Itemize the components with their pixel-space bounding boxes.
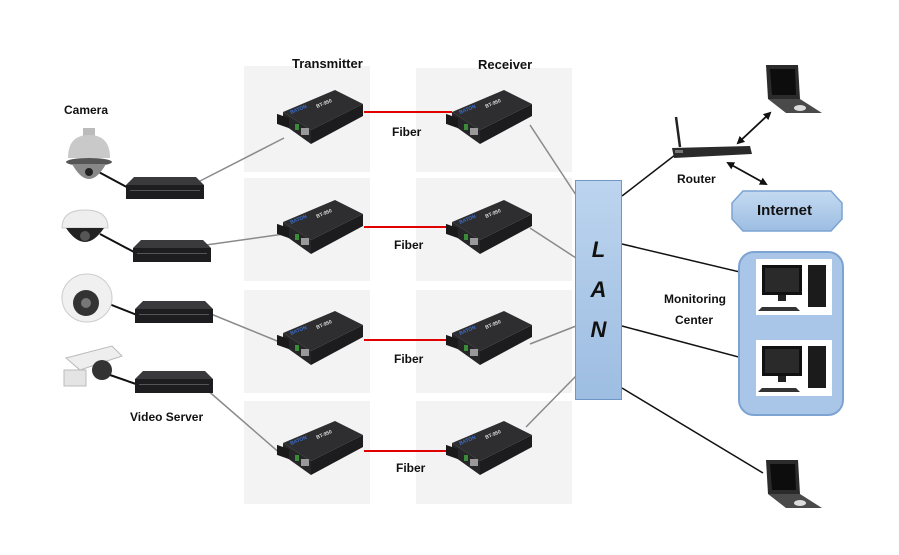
monitoring-center-label-1: Monitoring bbox=[664, 292, 726, 306]
dvr-wire-1 bbox=[199, 137, 285, 182]
camera-wire-2 bbox=[99, 233, 135, 253]
receiver-heading: Receiver bbox=[478, 57, 533, 72]
ir-dome-camera-icon bbox=[61, 273, 113, 323]
lan-switch: L A N bbox=[575, 180, 622, 400]
lan-wire-3 bbox=[529, 325, 577, 345]
desktop-pc-2-icon bbox=[756, 340, 832, 396]
router-label: Router bbox=[677, 172, 716, 186]
lan-wire-2 bbox=[529, 227, 577, 259]
camera-wire-4 bbox=[109, 374, 137, 385]
lan-router-wire bbox=[621, 154, 676, 197]
dvr-wire-3 bbox=[205, 311, 283, 344]
camera-heading: Camera bbox=[64, 103, 109, 117]
bullet-camera-icon bbox=[63, 345, 123, 387]
fiber-label-3: Fiber bbox=[394, 352, 424, 366]
transmitter-heading: Transmitter bbox=[292, 56, 363, 71]
lan-letter-l: L bbox=[591, 237, 606, 262]
lan-laptop-wire bbox=[621, 387, 764, 474]
dome-camera-icon bbox=[61, 209, 109, 242]
monitoring-center-label-2: Center bbox=[675, 313, 714, 327]
lan-letter-n: N bbox=[590, 317, 607, 342]
internet-cloud bbox=[731, 190, 843, 232]
video-server-heading: Video Server bbox=[130, 410, 204, 424]
lan-wire-4 bbox=[525, 375, 577, 428]
internet-label: Internet bbox=[757, 202, 813, 219]
ptz-dome-camera-icon bbox=[66, 128, 112, 179]
lan-letter-a: A bbox=[590, 277, 607, 302]
lan-wire-1 bbox=[529, 124, 577, 196]
router-laptop-arrow bbox=[736, 111, 772, 145]
fiber-label-2: Fiber bbox=[394, 238, 424, 252]
router-icon bbox=[672, 116, 752, 158]
dvr-wire-2 bbox=[205, 233, 285, 246]
fiber-label-4: Fiber bbox=[396, 461, 426, 475]
dvr-wire-4 bbox=[205, 388, 283, 456]
router-internet-arrow bbox=[726, 162, 768, 185]
desktop-pc-1-icon bbox=[756, 259, 832, 315]
fiber-label-1: Fiber bbox=[392, 125, 422, 139]
